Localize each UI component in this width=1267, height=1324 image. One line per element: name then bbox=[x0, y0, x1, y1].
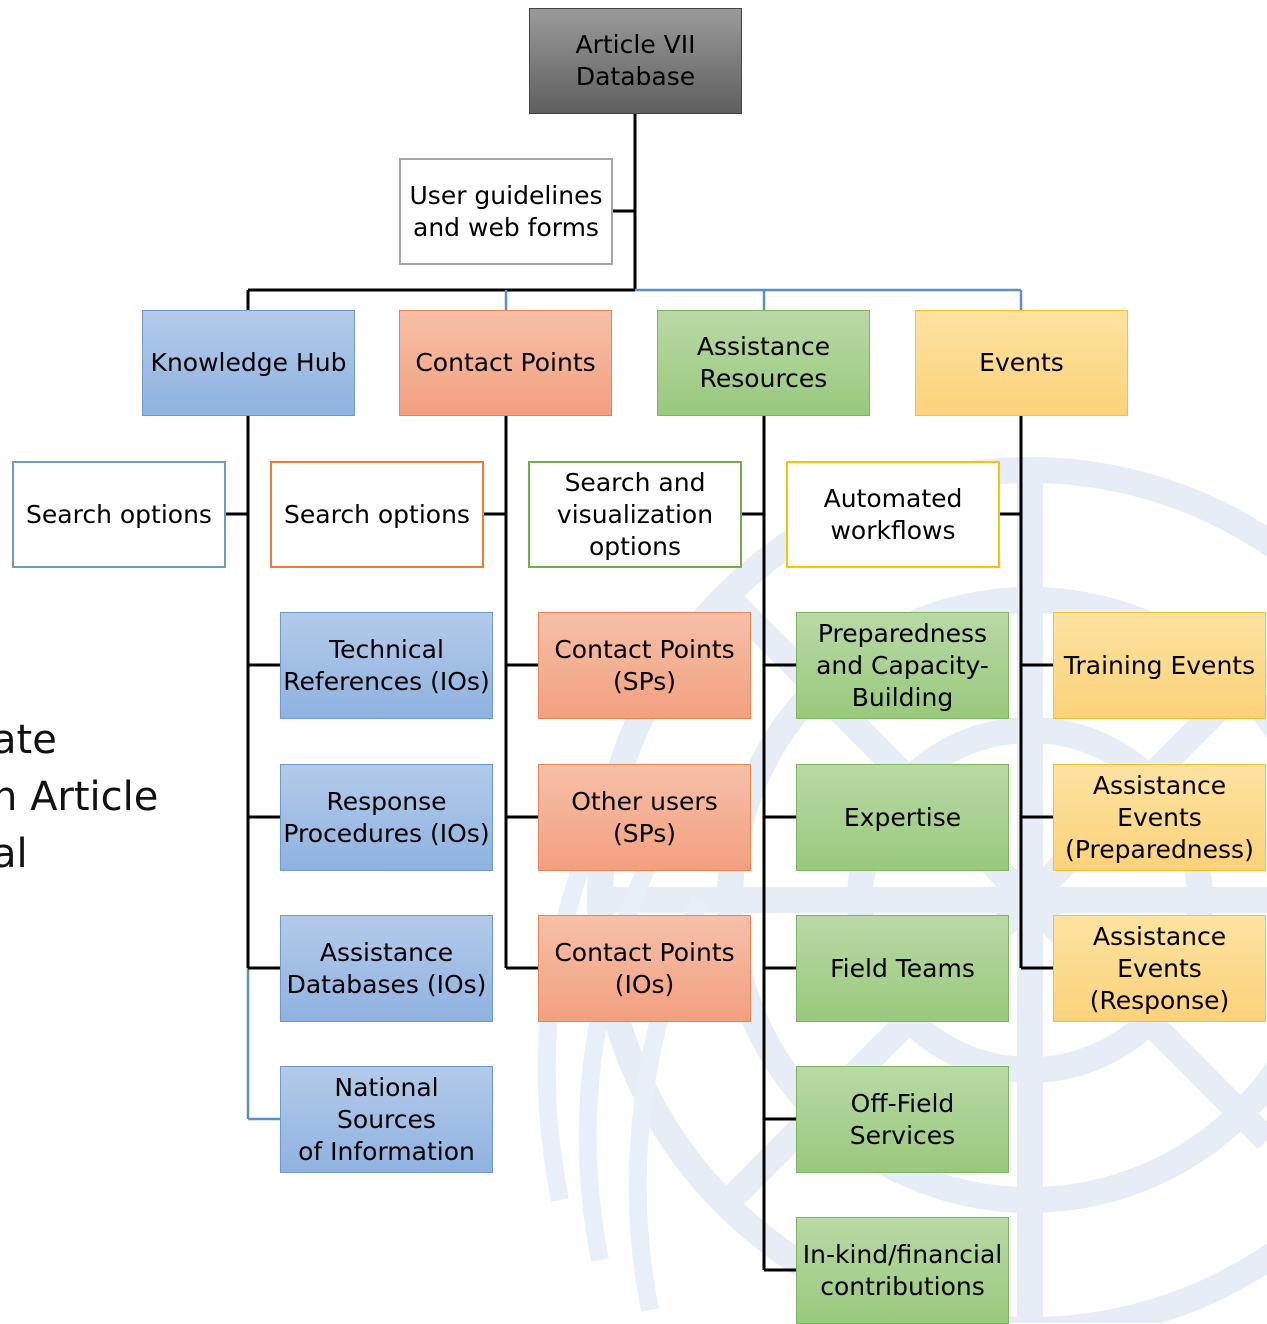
assistance-resources-item: Expertise bbox=[796, 764, 1009, 871]
background-text-line-3: al bbox=[0, 831, 28, 877]
contact-points-item: Other users (SPs) bbox=[538, 764, 751, 871]
assistance-resources-item: Off-Field Services bbox=[796, 1066, 1009, 1173]
background-text-line-1: ate bbox=[0, 717, 57, 763]
knowledge-hub-options: Search options bbox=[12, 461, 226, 568]
events-item: Assistance Events(Preparedness) bbox=[1053, 764, 1266, 871]
assistance-resources-item: Field Teams bbox=[796, 915, 1009, 1022]
events-item: Training Events bbox=[1053, 612, 1266, 719]
knowledge-hub-header: Knowledge Hub bbox=[142, 310, 355, 416]
contact-points-item: Contact Points(SPs) bbox=[538, 612, 751, 719]
contact-points-options: Search options bbox=[270, 461, 484, 568]
events-item: Assistance Events(Response) bbox=[1053, 915, 1266, 1022]
contact-points-item: Contact Points(IOs) bbox=[538, 915, 751, 1022]
contact-points-header: Contact Points bbox=[399, 310, 612, 416]
events-header: Events bbox=[915, 310, 1128, 416]
background-text-line-2: n Article bbox=[0, 774, 159, 820]
